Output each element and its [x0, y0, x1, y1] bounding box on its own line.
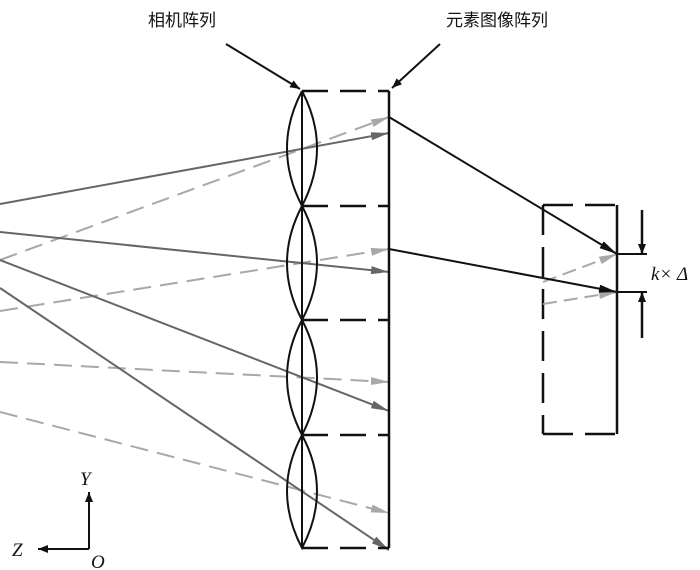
offset-label: k× Δ: [651, 264, 688, 285]
origin-label: O: [91, 552, 105, 570]
dashed-ray: [542, 290, 618, 305]
dashed-ray: [0, 411, 390, 514]
axis-z-label: Z: [12, 540, 23, 561]
dashed-ray: [0, 247, 390, 312]
mapping-ray: [388, 116, 618, 255]
dashed-rays: [0, 116, 390, 514]
display-element: [541, 203, 619, 436]
solid-ray: [0, 259, 390, 412]
mapping-ray: [388, 248, 618, 293]
solid-ray: [0, 287, 390, 551]
solid-ray: [0, 231, 390, 275]
camera-array-label: 相机阵列: [148, 11, 216, 31]
dashed-ray: [542, 253, 618, 283]
coordinate-axes: [38, 492, 93, 553]
solid-ray: [0, 132, 390, 205]
solid-rays: [0, 132, 390, 551]
elemental-image-array-label: 元素图像阵列: [446, 11, 548, 31]
dashed-ray: [0, 361, 390, 386]
callout-arrow: [225, 43, 301, 90]
axis-y-label: Y: [80, 469, 93, 490]
callout-arrow: [391, 43, 441, 89]
elemental-image-array: [302, 89, 391, 550]
dashed-ray: [0, 116, 390, 261]
